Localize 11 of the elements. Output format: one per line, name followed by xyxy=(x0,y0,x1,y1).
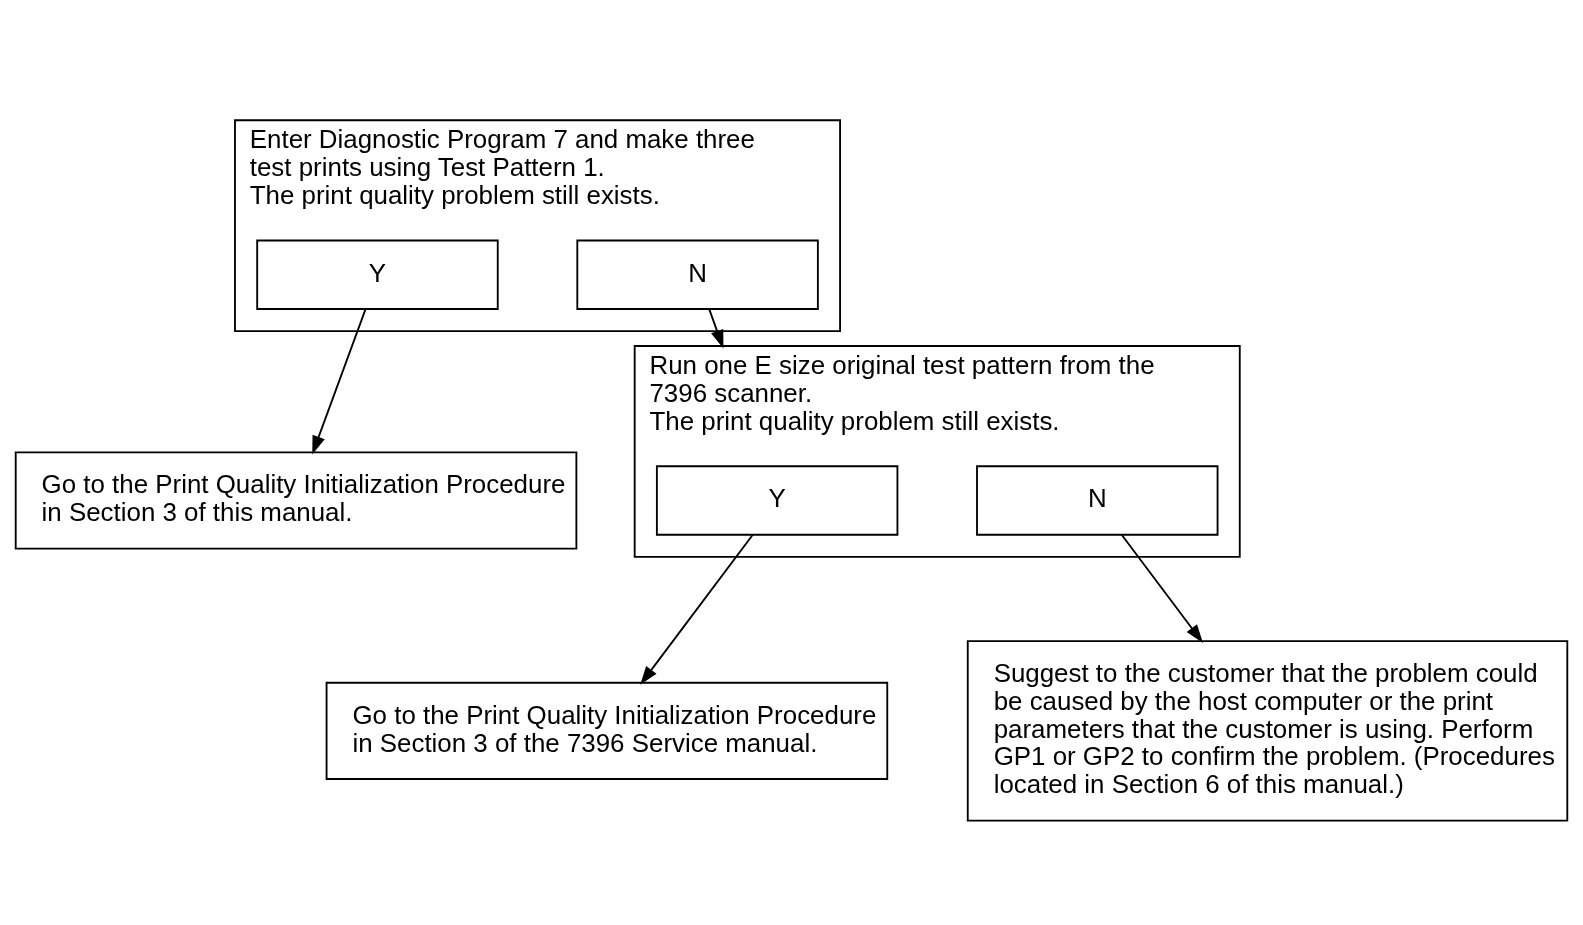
node-box: Go to the Print Quality Initialization Procedure in Section 3 of the 7396 Service manual. xyxy=(325,681,889,780)
arrow xyxy=(640,533,754,685)
arrow xyxy=(312,307,367,454)
arrow xyxy=(708,307,724,349)
node-box: Y xyxy=(655,464,899,536)
arrow xyxy=(1120,533,1203,643)
node-box: N xyxy=(976,464,1219,536)
node-box: N xyxy=(576,239,819,310)
node-box: Go to the Print Quality Initialization Procedure in Section 3 of this manual. xyxy=(14,450,578,549)
node-box: Suggest to the customer that the problem could be caused by the host computer or the print parameters that the customer is using. Perform GP1 or GP2 to confirm the problem. (Procedures located in Section 6 of this manual.) xyxy=(966,639,1569,822)
node-box: Y xyxy=(256,239,499,310)
